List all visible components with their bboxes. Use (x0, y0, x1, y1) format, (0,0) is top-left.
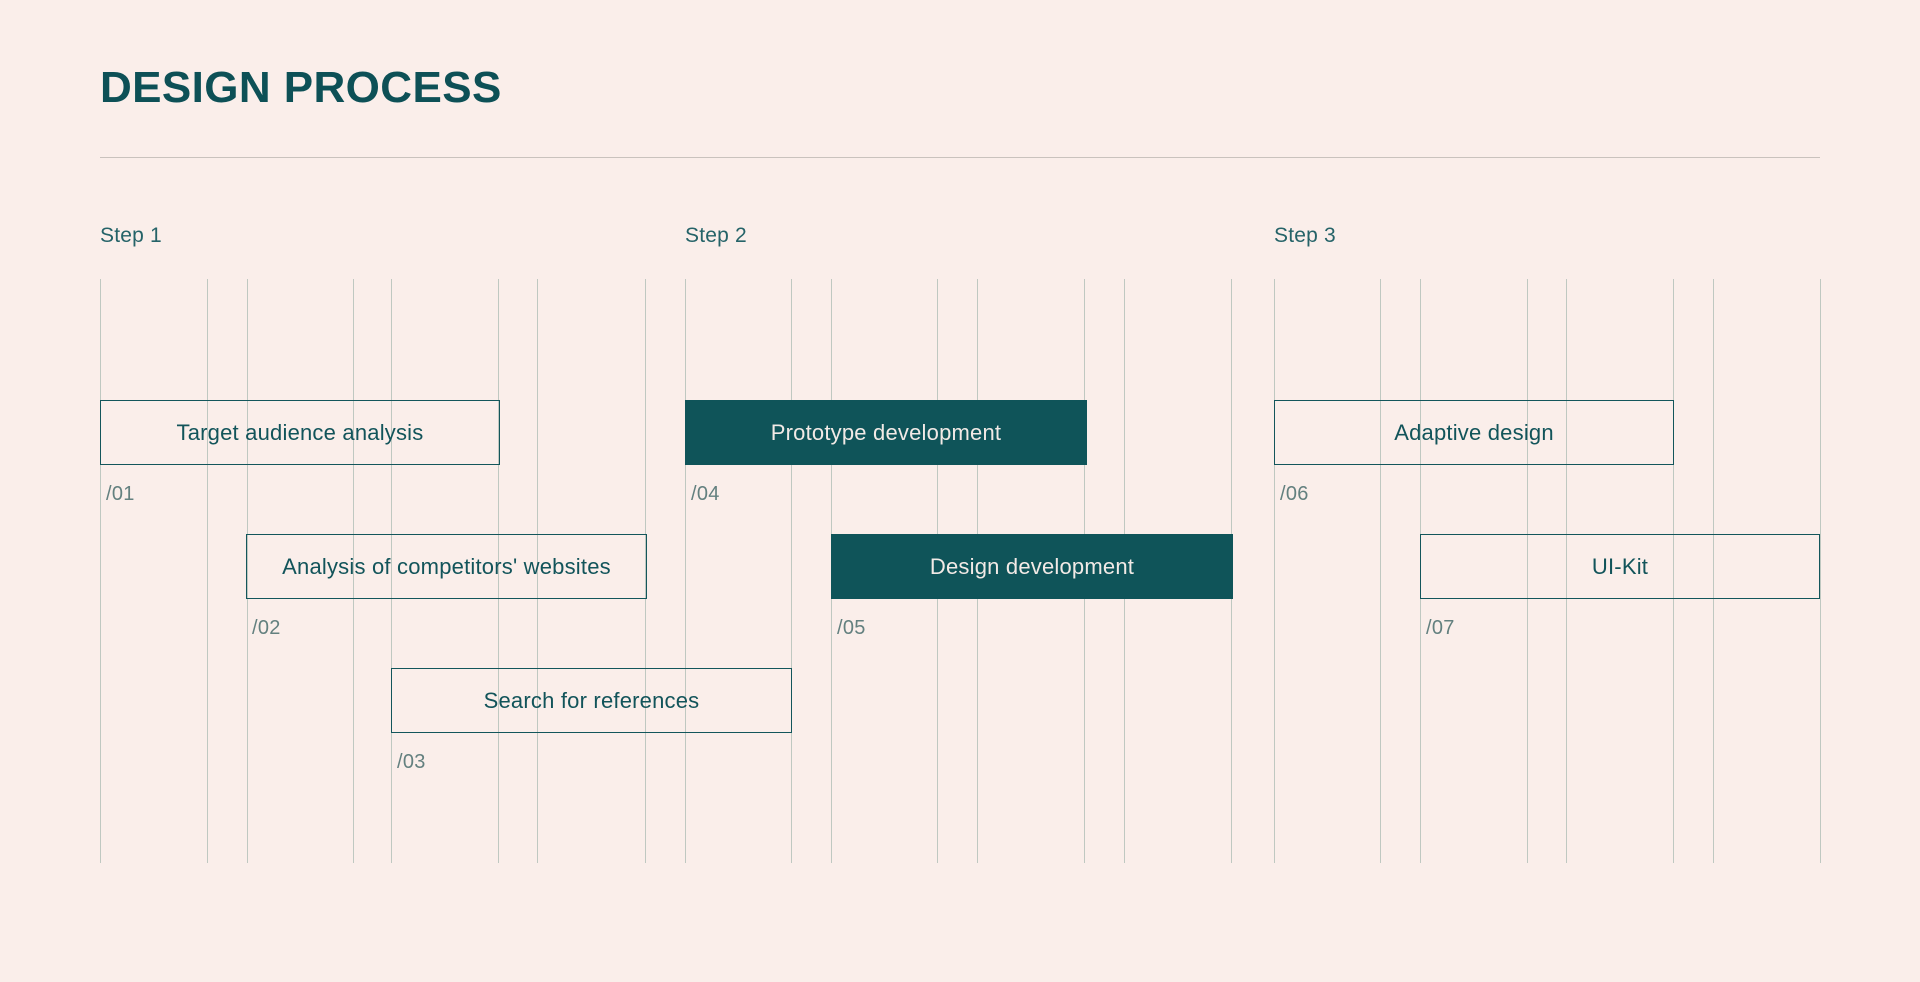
grid-line-16 (1274, 279, 1275, 863)
task-number: /06 (1280, 483, 1309, 505)
task-bar[interactable]: Prototype development (685, 400, 1087, 465)
grid-line-1 (207, 279, 208, 863)
task-number: /07 (1426, 617, 1455, 639)
grid-line-9 (791, 279, 792, 863)
grid-line-0 (100, 279, 101, 863)
grid-line-8 (685, 279, 686, 863)
task-bar[interactable]: Search for references (391, 668, 792, 733)
title-divider (100, 157, 1820, 158)
task-bar[interactable]: Adaptive design (1274, 400, 1674, 465)
task-number: /03 (397, 751, 426, 773)
task-bar[interactable]: Analysis of competitors' websites (246, 534, 647, 599)
task-bar[interactable]: Target audience analysis (100, 400, 500, 465)
task-number: /05 (837, 617, 866, 639)
step-label-1: Step 1 (100, 224, 162, 247)
task-bar[interactable]: Design development (831, 534, 1233, 599)
step-label-2: Step 2 (685, 224, 747, 247)
task-bar[interactable]: UI-Kit (1420, 534, 1820, 599)
grid-line-23 (1820, 279, 1821, 863)
step-label-3: Step 3 (1274, 224, 1336, 247)
task-number: /01 (106, 483, 135, 505)
task-number: /04 (691, 483, 720, 505)
page-title: DESIGN PROCESS (100, 63, 502, 112)
task-number: /02 (252, 617, 281, 639)
grid-line-17 (1380, 279, 1381, 863)
